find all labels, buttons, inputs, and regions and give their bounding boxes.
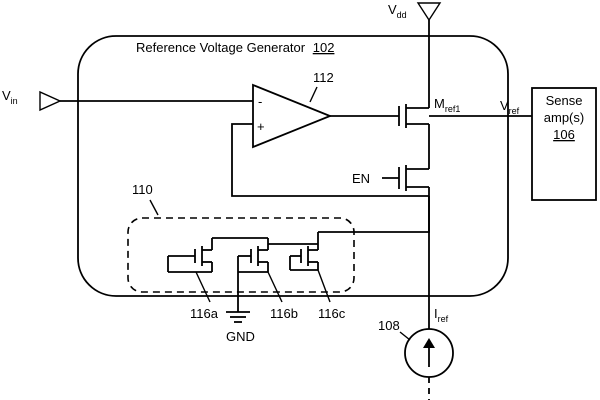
opamp-minus-sign: - bbox=[258, 94, 262, 109]
gnd-symbol: GND bbox=[226, 272, 255, 344]
vref-label: Vref bbox=[500, 98, 520, 116]
reference-voltage-generator-block bbox=[78, 36, 508, 296]
transistor-mref1: Mref1 bbox=[399, 96, 460, 150]
current-source-ref-label: 108 bbox=[378, 318, 400, 333]
vdd-label: Vdd bbox=[388, 2, 407, 20]
opamp-ref-label: 112 bbox=[313, 70, 334, 85]
block-title: Reference Voltage Generator 102 bbox=[136, 40, 334, 55]
en-label: EN bbox=[352, 171, 370, 186]
sense-amp-ref: 106 bbox=[553, 127, 575, 142]
network-ref-label: 110 bbox=[132, 182, 153, 197]
iref-label: Iref bbox=[434, 306, 449, 324]
gnd-label: GND bbox=[226, 329, 255, 344]
network-top-wire bbox=[318, 196, 429, 232]
transistor-en: EN bbox=[352, 150, 429, 340]
transistor-116c: 116c bbox=[290, 232, 346, 321]
vin-label: Vin bbox=[2, 88, 18, 106]
sense-amp-line2: amp(s) bbox=[544, 110, 584, 125]
opamp-112: - + 112 bbox=[253, 70, 334, 147]
transistor-116a: 116a bbox=[168, 238, 219, 321]
t116c-label: 116c bbox=[318, 306, 346, 321]
current-source-108: 108 Iref bbox=[378, 306, 453, 400]
opamp-plus-sign: + bbox=[257, 119, 265, 134]
vin-input: Vin bbox=[2, 88, 253, 110]
sense-amp-106: Sense amp(s) 106 bbox=[532, 88, 596, 200]
mref1-label: Mref1 bbox=[434, 96, 460, 114]
sense-amp-line1: Sense bbox=[546, 93, 583, 108]
transistor-116b: 116b bbox=[238, 238, 298, 321]
t116a-label: 116a bbox=[190, 306, 219, 321]
t116b-label: 116b bbox=[270, 306, 298, 321]
vdd-supply: Vdd bbox=[388, 2, 440, 104]
